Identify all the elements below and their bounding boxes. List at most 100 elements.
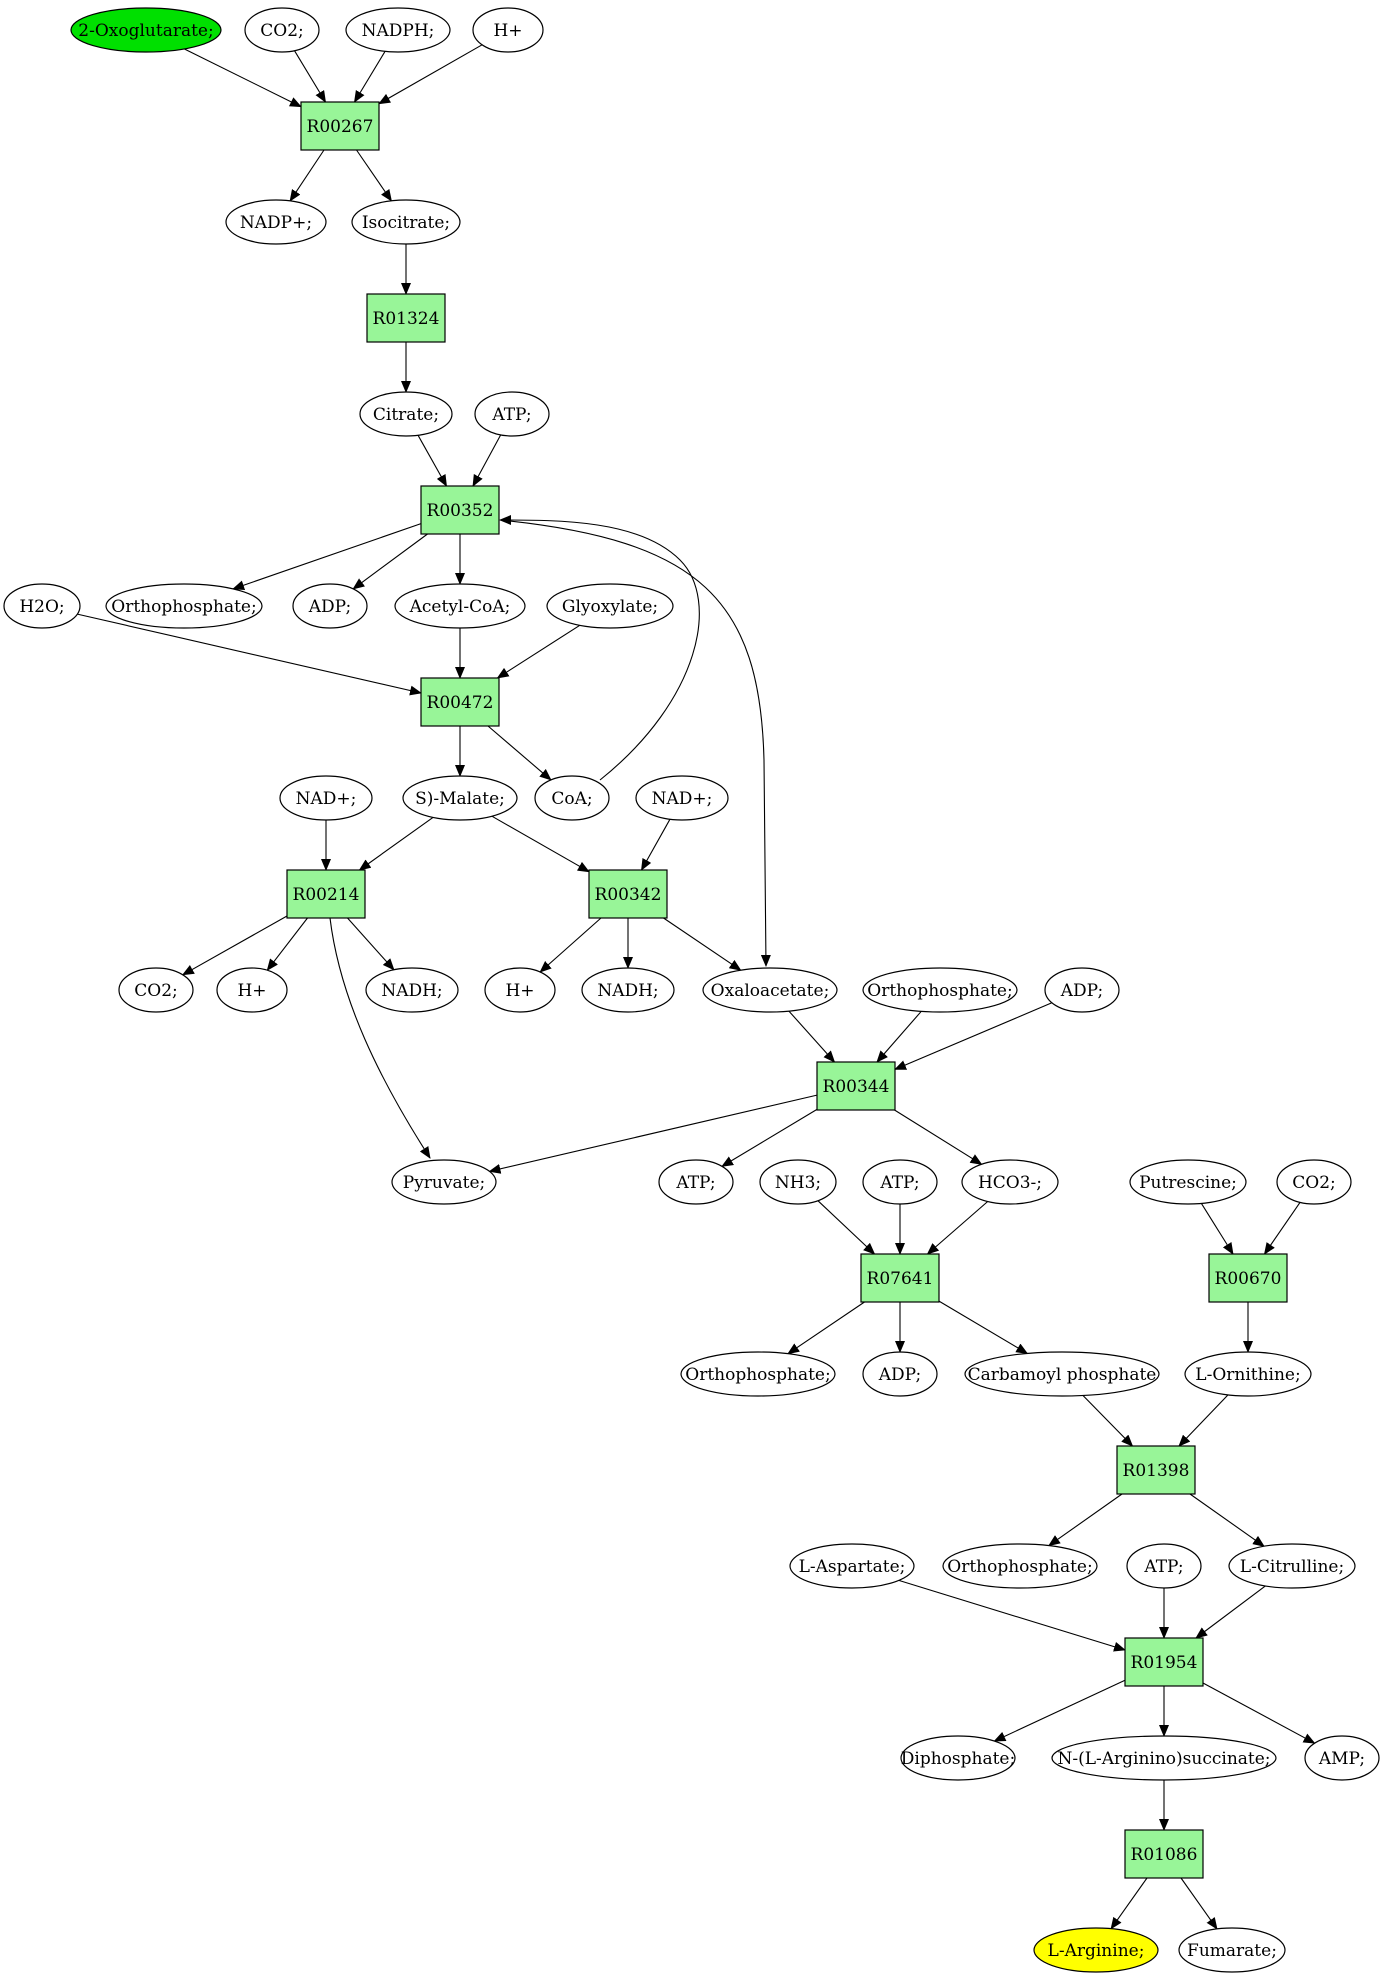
- compound-label-coa: CoA;: [551, 789, 592, 809]
- reaction-label-R00344: R00344: [823, 1077, 890, 1097]
- compound-acetylcoa: Acetyl-CoA;: [394, 583, 526, 629]
- compound-orthophosphate_d: Orthophosphate;: [942, 1543, 1098, 1589]
- compound-label-hplus_b: H+: [237, 981, 266, 1001]
- compound-hplus_b: H+: [216, 967, 288, 1013]
- reaction-label-R00352: R00352: [427, 501, 494, 521]
- compound-nadh_b: NADH;: [581, 967, 675, 1013]
- reaction-label-R00472: R00472: [427, 693, 494, 713]
- compound-atp_c: ATP;: [862, 1159, 938, 1205]
- edge-R00344-to-atp_b: [721, 1108, 818, 1167]
- compound-carbamoyl: Carbamoyl phosphate: [964, 1351, 1160, 1397]
- edge-R00472-to-coa: [487, 725, 552, 781]
- reaction-label-R00670: R00670: [1215, 1269, 1282, 1289]
- reaction-R01324: R01324: [366, 293, 446, 343]
- compound-label-putrescine: Putrescine;: [1139, 1173, 1237, 1193]
- compound-argininosuccinate: N-(L-Arginino)succinate;: [1051, 1735, 1277, 1781]
- edge-citrate-to-R00352: [417, 434, 447, 487]
- compound-label-amp: AMP;: [1318, 1749, 1365, 1769]
- edge-adp_b-to-R00344: [894, 1002, 1053, 1070]
- compound-label-co2_b: CO2;: [134, 981, 178, 1001]
- edge-R01398-to-orthophosphate_d: [1048, 1493, 1123, 1547]
- edge-malate-to-R00342: [491, 815, 590, 873]
- compound-co2_b: CO2;: [118, 967, 194, 1013]
- edge-R00267-to-nadp: [289, 149, 325, 202]
- edge-hco3-to-R07641: [926, 1201, 989, 1255]
- compound-co2_c: CO2;: [1276, 1159, 1352, 1205]
- reaction-R01086: R01086: [1124, 1829, 1204, 1879]
- compound-atp_d: ATP;: [1126, 1543, 1202, 1589]
- edge-malate-to-R00214: [358, 816, 434, 871]
- compound-adp_a: ADP;: [292, 583, 368, 629]
- compound-oxoglutarate: 2-Oxoglutarate;: [70, 7, 222, 53]
- edge-R01398-to-citrulline: [1189, 1493, 1265, 1547]
- compound-atp_b: ATP;: [658, 1159, 734, 1205]
- edge-coa-to-R00352: [499, 515, 700, 781]
- compound-aspartate: L-Aspartate;: [789, 1543, 915, 1589]
- compound-label-citrulline: L-Citrulline;: [1240, 1557, 1344, 1577]
- edge-h2o-to-R00472: [77, 613, 422, 696]
- compound-diphosphate: Diphosphate;: [900, 1735, 1016, 1781]
- edge-nad_b-to-R00342: [641, 818, 671, 871]
- edge-R00352-to-orthophosphate_a: [232, 523, 422, 591]
- compound-label-nad_a: NAD+;: [296, 789, 357, 809]
- compound-adp_b: ADP;: [1044, 967, 1120, 1013]
- compound-nadp: NADP+;: [225, 199, 327, 245]
- edge-nh3-to-R07641: [817, 1200, 876, 1255]
- compound-label-citrate: Citrate;: [373, 405, 439, 425]
- compound-hplus_c: H+: [484, 967, 556, 1013]
- reaction-R00352: R00352: [420, 485, 500, 535]
- edge-oxoglutarate-to-R00267: [183, 48, 302, 108]
- compound-nadph: NADPH;: [345, 7, 451, 53]
- compound-co2_a: CO2;: [244, 7, 320, 53]
- compound-citrulline: L-Citrulline;: [1228, 1543, 1356, 1589]
- compound-label-carbamoyl: Carbamoyl phosphate: [968, 1365, 1157, 1385]
- edge-R01954-to-diphosphate: [993, 1679, 1126, 1742]
- edge-co2_a-to-R00267: [294, 50, 327, 103]
- compound-label-nh3: NH3;: [775, 1173, 821, 1193]
- edge-R01954-to-amp: [1202, 1682, 1316, 1744]
- compound-label-orthophosphate_b: Orthophosphate;: [867, 981, 1012, 1001]
- compound-label-nadph: NADPH;: [362, 21, 435, 41]
- edge-nadph-to-R00267: [353, 51, 386, 103]
- compound-orthophosphate_c: Orthophosphate;: [680, 1351, 836, 1397]
- edge-co2_c-to-R00670: [1263, 1202, 1301, 1255]
- edge-aspartate-to-R01954: [898, 1579, 1126, 1652]
- compound-label-adp_b: ADP;: [1060, 981, 1103, 1001]
- compound-citrate: Citrate;: [359, 391, 453, 437]
- compound-arginine: L-Arginine;: [1033, 1927, 1159, 1973]
- reaction-label-R00267: R00267: [307, 117, 374, 137]
- edge-R00352-to-adp_a: [352, 533, 428, 590]
- edge-R00214-to-co2_b: [181, 915, 288, 976]
- compound-ornithine: L-Ornithine;: [1184, 1351, 1312, 1397]
- compound-oxaloacetate: Oxaloacetate;: [702, 967, 838, 1013]
- compound-label-adp_c: ADP;: [878, 1365, 921, 1385]
- edge-oxaloacetate-to-R00344: [788, 1010, 836, 1063]
- compound-malate: S)-Malate;: [402, 775, 518, 821]
- compound-h2o: H2O;: [3, 583, 81, 629]
- compound-label-fumarate: Fumarate;: [1187, 1941, 1277, 1961]
- reaction-label-R01086: R01086: [1131, 1845, 1198, 1865]
- compound-label-arginine: L-Arginine;: [1048, 1941, 1145, 1961]
- compound-label-nad_b: NAD+;: [652, 789, 713, 809]
- compound-label-atp_b: ATP;: [675, 1173, 715, 1193]
- compound-putrescine: Putrescine;: [1129, 1159, 1247, 1205]
- compound-label-argininosuccinate: N-(L-Arginino)succinate;: [1057, 1749, 1270, 1769]
- compound-label-hplus_a: H+: [493, 21, 522, 41]
- compound-label-orthophosphate_d: Orthophosphate;: [947, 1557, 1092, 1577]
- compound-adp_c: ADP;: [862, 1351, 938, 1397]
- compound-label-glyoxylate: Glyoxylate;: [562, 597, 658, 617]
- edge-R00342-to-hplus_c: [539, 917, 602, 973]
- edge-ornithine-to-R01398: [1178, 1394, 1229, 1447]
- compound-orthophosphate_a: Orthophosphate;: [105, 583, 263, 629]
- compound-label-nadp: NADP+;: [240, 213, 312, 233]
- compound-label-co2_a: CO2;: [260, 21, 304, 41]
- compound-nad_a: NAD+;: [279, 775, 373, 821]
- compound-label-atp_a: ATP;: [491, 405, 531, 425]
- compound-label-co2_c: CO2;: [1292, 1173, 1336, 1193]
- edge-R00214-to-pyruvate: [329, 917, 431, 1159]
- compound-label-hco3: HCO3-;: [978, 1173, 1042, 1193]
- compound-label-isocitrate: Isocitrate;: [362, 213, 450, 233]
- reaction-label-R01398: R01398: [1123, 1461, 1190, 1481]
- compound-label-oxaloacetate: Oxaloacetate;: [711, 981, 830, 1001]
- edge-R01086-to-fumarate: [1180, 1877, 1218, 1930]
